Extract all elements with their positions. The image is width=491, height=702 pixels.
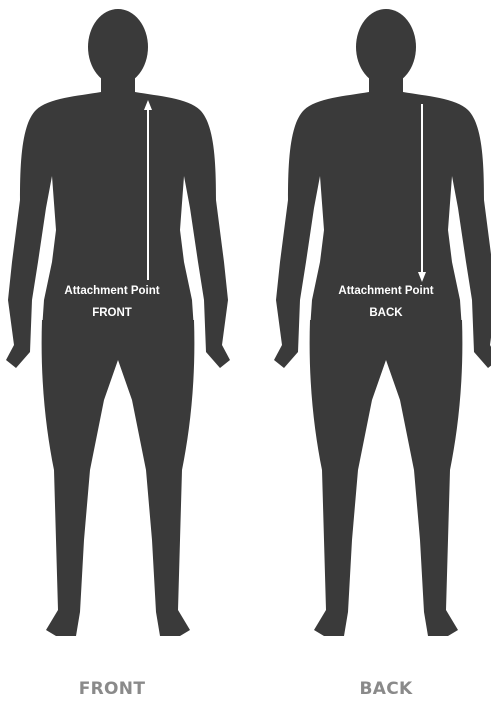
back-silhouette [274, 9, 491, 636]
back-attachment-title: Attachment Point [338, 285, 433, 297]
front-figure: Attachment Point FRONT FRONT [6, 9, 230, 699]
front-view-label: FRONT [79, 679, 146, 699]
front-attachment-title: Attachment Point [64, 285, 159, 297]
front-silhouette [6, 9, 230, 636]
back-figure: Attachment Point BACK BACK [274, 9, 491, 699]
front-attachment-side: FRONT [92, 307, 132, 319]
back-view-label: BACK [360, 679, 413, 699]
back-attachment-side: BACK [369, 307, 403, 319]
